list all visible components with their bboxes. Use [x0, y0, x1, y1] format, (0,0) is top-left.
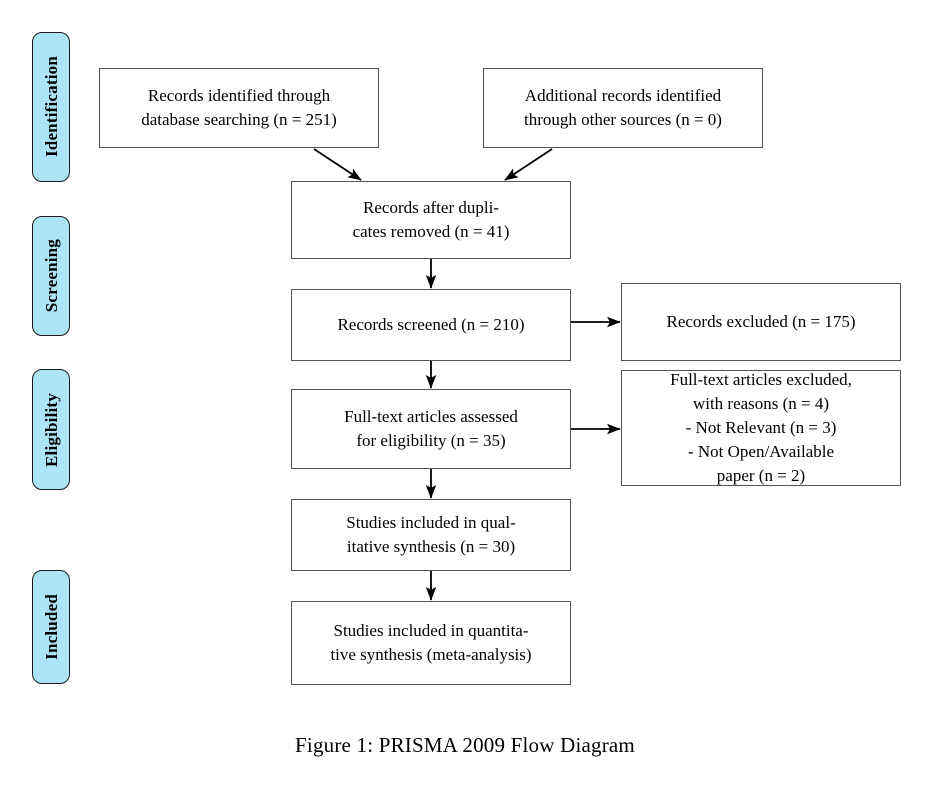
box-fulltext-assessed: Full-text articles assessed for eligibil…: [291, 389, 571, 469]
box-records-screened: Records screened (n = 210): [291, 289, 571, 361]
box-duplicates-removed-text: Records after dupli- cates removed (n = …: [352, 197, 510, 241]
stage-label-eligibility: Eligibility: [32, 369, 70, 490]
box-records-excluded-text: Records excluded (n = 175): [666, 311, 856, 331]
arrow-additional-to-duplicates: [504, 148, 553, 181]
box-records-screened-text: Records screened (n = 210): [337, 314, 525, 334]
figure-caption: Figure 1: PRISMA 2009 Flow Diagram: [295, 733, 635, 757]
stage-label-identification-text: Identification: [41, 56, 61, 158]
box-additional-records: Additional records identified through ot…: [483, 68, 763, 148]
box-records-identified-text: Records identified through database sear…: [141, 85, 337, 129]
stage-label-screening-text: Screening: [41, 239, 61, 313]
box-records-identified: Records identified through database sear…: [99, 68, 379, 148]
box-additional-records-text: Additional records identified through ot…: [524, 85, 722, 129]
stage-label-included: Included: [32, 570, 70, 684]
box-quantitative-synthesis: Studies included in quantita- tive synth…: [291, 601, 571, 685]
box-fulltext-excluded-text: Full-text articles excluded, with reason…: [670, 369, 852, 486]
box-fulltext-excluded: Full-text articles excluded, with reason…: [621, 370, 901, 486]
box-fulltext-assessed-text: Full-text articles assessed for eligibil…: [344, 406, 518, 450]
box-quantitative-synthesis-text: Studies included in quantita- tive synth…: [330, 620, 532, 664]
stage-label-screening: Screening: [32, 216, 70, 336]
stage-label-included-text: Included: [41, 594, 61, 660]
box-records-excluded: Records excluded (n = 175): [621, 283, 901, 361]
arrow-identified-to-duplicates: [313, 148, 362, 181]
box-qualitative-synthesis-text: Studies included in qual- itative synthe…: [346, 512, 516, 556]
stage-label-identification: Identification: [32, 32, 70, 182]
box-duplicates-removed: Records after dupli- cates removed (n = …: [291, 181, 571, 259]
box-qualitative-synthesis: Studies included in qual- itative synthe…: [291, 499, 571, 571]
stage-label-eligibility-text: Eligibility: [41, 392, 61, 467]
